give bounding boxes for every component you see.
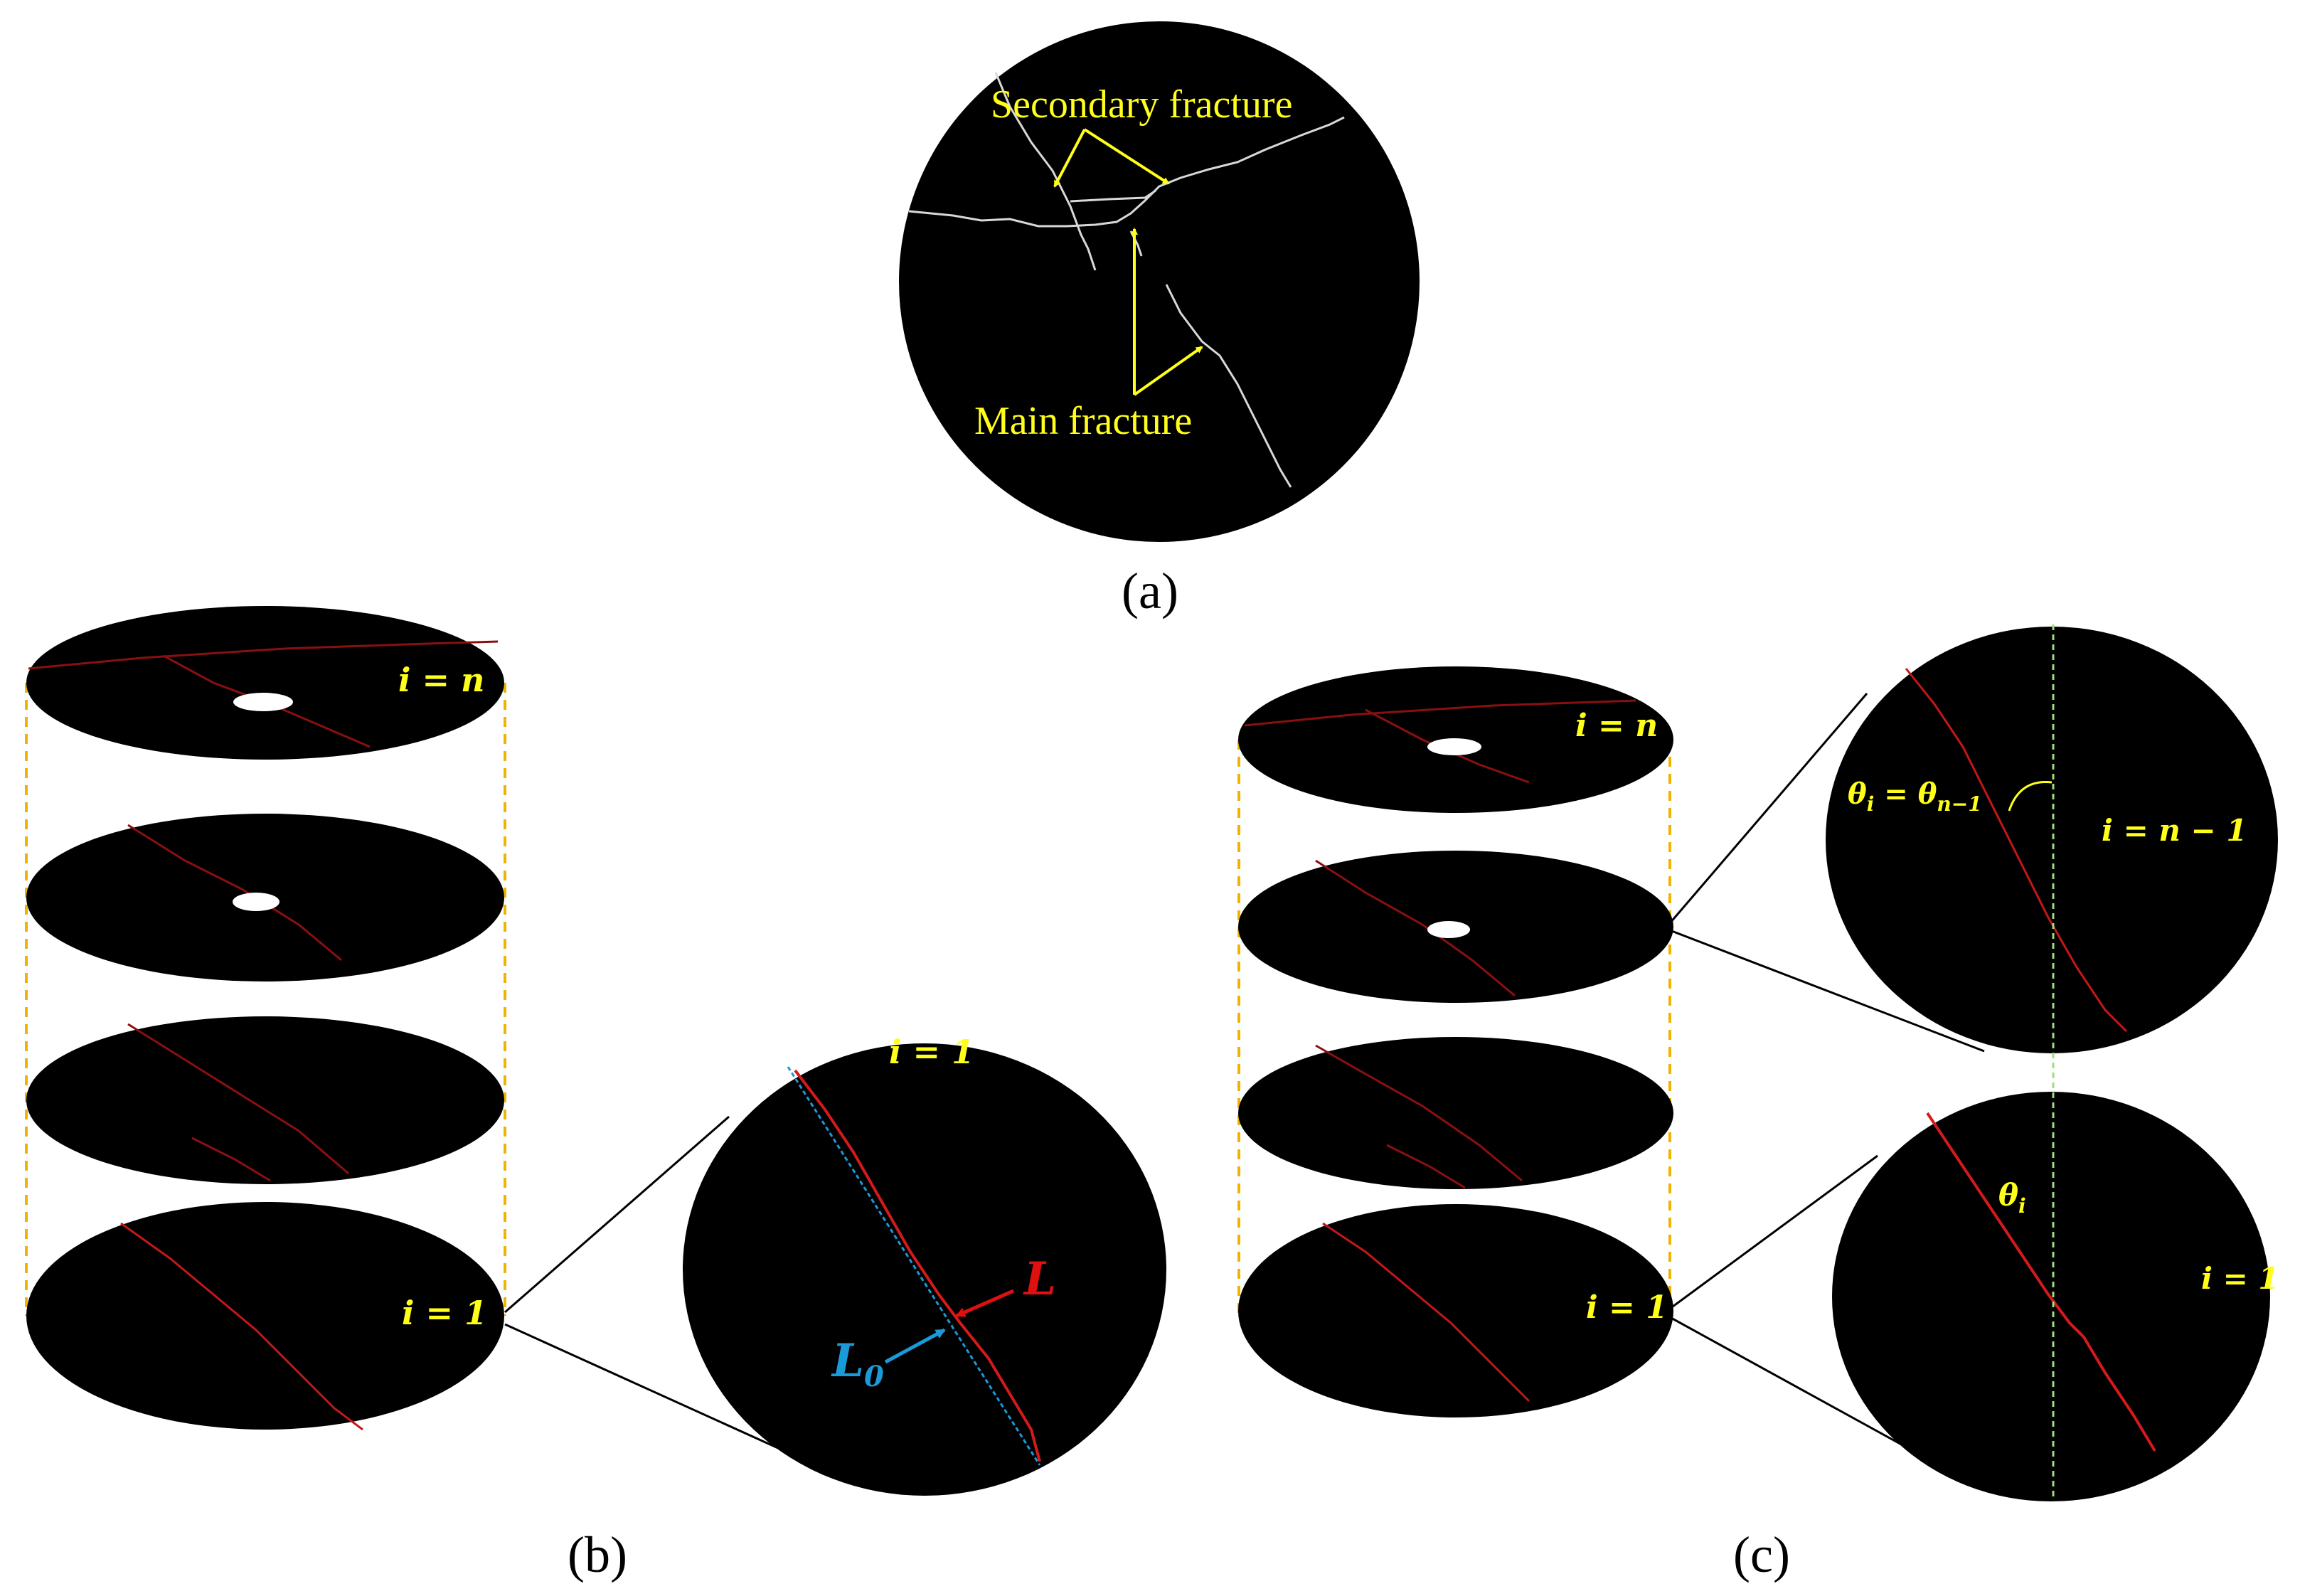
- stack-guides-c: [1237, 740, 1671, 1316]
- disk-slice: [1238, 1037, 1673, 1189]
- arrow-icon: [955, 1289, 1015, 1318]
- zoom-c-top: θi = θn−1 i = n − 1: [1826, 627, 2278, 1053]
- slice-label-zoom-top-c: i = n − 1: [2102, 813, 2247, 848]
- slice-b-2: [26, 814, 504, 981]
- main-fracture-trace: [908, 116, 1345, 228]
- panel-a-label: (a): [1122, 563, 1178, 619]
- stack-guides-b: [25, 683, 506, 1316]
- angle-arc: [2008, 781, 2053, 812]
- main-fracture-label: Main fracture: [974, 399, 1192, 443]
- disk-slice: [1238, 1204, 1673, 1417]
- fracture-trace-L: [794, 1069, 1041, 1462]
- main-arrows: [1131, 228, 1203, 396]
- slice-label-zoom-b: i = 1: [889, 1033, 974, 1071]
- arrow-icon: [1083, 128, 1170, 185]
- hole-marker: [233, 693, 293, 711]
- slice-c-top: i = n: [1238, 666, 1673, 813]
- theta-label: θi: [1998, 1178, 2026, 1218]
- disk-a: [899, 21, 1420, 542]
- secondary-fracture-upper: [994, 72, 1097, 271]
- L-label: L: [1023, 1252, 1056, 1306]
- fractures-a: [908, 72, 1345, 488]
- arrow-icon: [884, 1328, 946, 1364]
- panel-b-label: (b): [568, 1526, 627, 1583]
- zoom-disk: [1826, 627, 2278, 1053]
- slice-b-top: i = n: [26, 606, 504, 760]
- slice-b-bottom: i = 1: [26, 1202, 504, 1431]
- slice-c-2: [1238, 851, 1673, 1003]
- slice-c-bottom: i = 1: [1238, 1204, 1673, 1417]
- panel-a: Secondary fracture Main fracture (a): [899, 21, 1420, 619]
- zoom-disk: [683, 1043, 1166, 1496]
- arrow-icon: [1053, 129, 1086, 188]
- slice-label-top-c: i = n: [1575, 708, 1658, 744]
- zoom-b: i = 1 L L0: [683, 1033, 1166, 1496]
- arrow-icon: [1133, 346, 1203, 396]
- secondary-arrows: [1053, 128, 1170, 188]
- main-fracture-tail: [1165, 284, 1292, 488]
- zoom-c-bottom: θi i = 1: [1832, 1092, 2279, 1501]
- slice-b-3: [26, 1016, 504, 1184]
- secondary-fracture-link: [1070, 189, 1156, 203]
- theta-equation-label: θi = θn−1: [1848, 777, 1982, 816]
- slice-c-3: [1238, 1037, 1673, 1189]
- slice-label-top-b: i = n: [398, 661, 485, 699]
- slice-label-bottom-b: i = 1: [402, 1294, 487, 1332]
- slice-label-zoom-bottom-c: i = 1: [2201, 1261, 2279, 1296]
- disk-slice: [26, 1202, 504, 1430]
- slice-label-bottom-c: i = 1: [1586, 1289, 1668, 1326]
- panel-c-label: (c): [1733, 1526, 1790, 1583]
- reference-line-L0: [787, 1066, 1041, 1466]
- panel-c: i = n i = 1: [1237, 624, 2279, 1583]
- panel-b: i = n i = 1 i = 1: [25, 606, 1166, 1583]
- secondary-fracture-label: Secondary fracture: [991, 83, 1292, 127]
- L0-label: L0: [831, 1334, 884, 1393]
- hole-marker: [1427, 921, 1470, 938]
- hole-marker: [1427, 738, 1481, 755]
- hole-marker: [233, 893, 279, 911]
- disk-slice: [26, 1016, 504, 1184]
